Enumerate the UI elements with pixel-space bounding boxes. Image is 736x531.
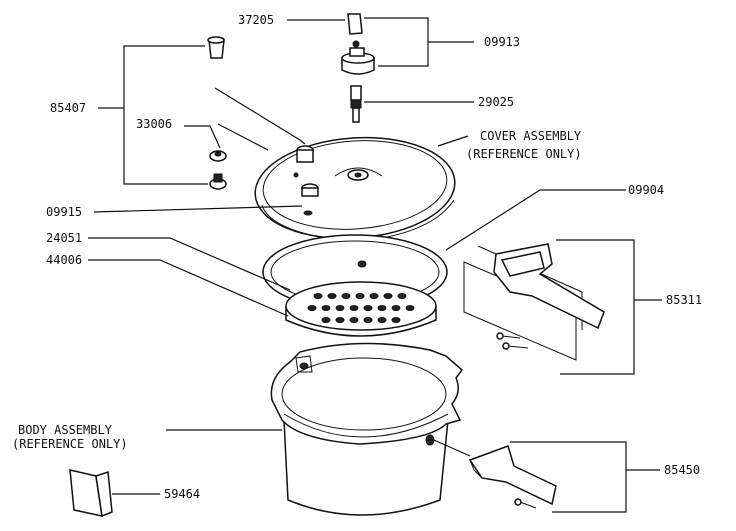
rack-hole	[377, 305, 387, 311]
label-59464: 59464	[164, 487, 200, 501]
rack-hole	[377, 317, 387, 323]
label-24051: 24051	[46, 231, 82, 245]
label-33006: 33006	[136, 117, 172, 131]
label-09915: 09915	[46, 205, 82, 219]
rack-hole	[349, 317, 359, 323]
part-handle-85450[interactable]	[468, 445, 557, 509]
rack-hole	[369, 293, 379, 299]
label-body-assembly: BODY ASSEMBLY	[18, 423, 113, 437]
label-85311: 85311	[666, 293, 702, 307]
rack-hole	[383, 293, 393, 299]
rack-hole	[397, 293, 407, 299]
label-09904: 09904	[628, 183, 664, 197]
rack-hole	[363, 317, 373, 323]
label-29025: 29025	[478, 95, 514, 109]
rack-hole	[391, 317, 401, 323]
part-handle-85311[interactable]	[463, 243, 605, 361]
rack-hole	[335, 317, 345, 323]
part-cover-assembly	[254, 136, 456, 243]
rack-hole	[313, 293, 323, 299]
rack-hole	[321, 317, 331, 323]
rack-hole	[341, 293, 351, 299]
rack-hole	[355, 293, 365, 299]
label-cover-reference: (REFERENCE ONLY)	[466, 147, 582, 161]
label-09913: 09913	[484, 35, 520, 49]
rack-hole	[349, 305, 359, 311]
label-cover-assembly: COVER ASSEMBLY	[480, 129, 582, 143]
part-overpressure-plug-85407[interactable]	[207, 36, 225, 59]
rack-hole	[391, 305, 401, 311]
rack-hole	[327, 293, 337, 299]
rack-hole	[363, 305, 373, 311]
rack-hole	[335, 305, 345, 311]
rack-holes	[307, 293, 415, 323]
label-44006: 44006	[46, 253, 82, 267]
leader-lines	[88, 17, 662, 513]
part-labels: 37205 09913 85407 29025 33006 COVER ASSE…	[12, 13, 702, 501]
part-body-assembly	[270, 342, 464, 516]
rack-hole	[307, 305, 317, 311]
rack-hole	[405, 305, 415, 311]
label-37205: 37205	[238, 13, 274, 27]
label-85450: 85450	[664, 463, 700, 477]
label-body-reference: (REFERENCE ONLY)	[12, 437, 128, 451]
part-vent-pipe-29025[interactable]	[350, 85, 362, 123]
label-85407: 85407	[50, 101, 86, 115]
part-manual-59464[interactable]	[69, 469, 113, 518]
part-regulator-09913[interactable]	[341, 40, 375, 75]
part-grommet-33006[interactable]	[209, 150, 227, 190]
part-rack-44006[interactable]	[285, 281, 437, 337]
part-weight-37205[interactable]	[347, 13, 363, 35]
rack-hole	[321, 305, 331, 311]
